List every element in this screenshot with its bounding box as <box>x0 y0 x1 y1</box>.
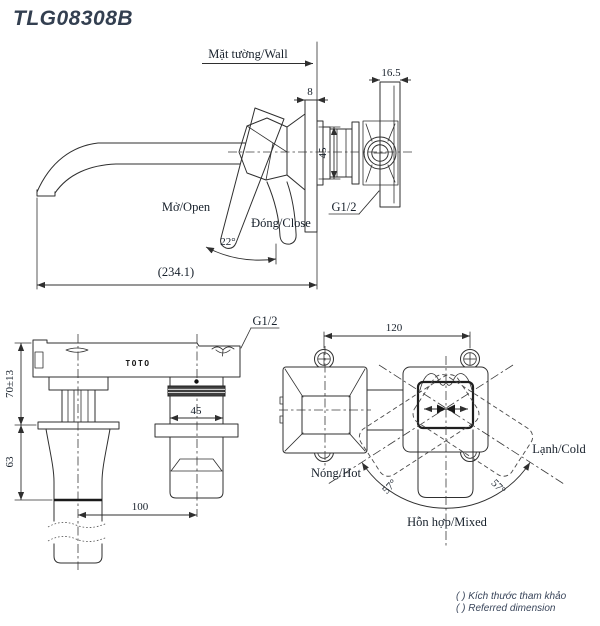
depth: 16.5 <box>381 67 401 79</box>
leader <box>240 327 252 349</box>
bowtie-left <box>437 404 446 414</box>
handle-body-side <box>238 117 288 181</box>
spout-mark <box>211 346 235 357</box>
model-number: TLG08308B <box>13 7 134 30</box>
cold-label: Lạnh/Cold <box>532 442 586 456</box>
spout-front <box>154 376 239 499</box>
axis-cold <box>378 364 565 485</box>
rotation-view: 120 57° 57° Nóng/Hot Lạnh/Cold Hỗn hợp/M… <box>279 322 586 546</box>
angle-left: 57° <box>380 477 399 496</box>
connector <box>366 389 404 431</box>
body-diameter: 45 <box>317 147 329 159</box>
note-vietnamese: ( ) Kích thước tham khảo <box>456 591 567 602</box>
open-label: Mở/Open <box>162 200 211 214</box>
spout-diameter: 45 <box>191 405 203 417</box>
close-label: Đóng/Close <box>251 216 311 230</box>
spout-side <box>36 142 246 197</box>
plate-thickness: 8 <box>307 86 313 98</box>
hole-distance: 120 <box>386 322 403 334</box>
mixer-body <box>402 366 489 453</box>
note-english: ( ) Referred dimension <box>456 603 556 614</box>
break-line <box>47 522 108 528</box>
open-angle: 22° <box>220 236 235 248</box>
handle-down <box>417 429 474 498</box>
wall-label: Mặt tường/Wall <box>208 47 288 61</box>
angle-right: 57° <box>488 477 507 496</box>
mounting-bracket <box>362 81 401 208</box>
bowtie-right <box>446 404 455 414</box>
handle-height: 63 <box>4 456 16 468</box>
toto-logo: TOTO <box>125 359 150 368</box>
thread-label: G1/2 <box>332 200 357 214</box>
handle-mark <box>65 347 89 353</box>
axis-hot <box>327 364 514 485</box>
lever-closed <box>266 181 297 245</box>
swing-arc <box>361 462 531 509</box>
mixed-label: Hỗn hợp/Mixed <box>407 515 488 529</box>
thread-label-front: G1/2 <box>253 314 278 328</box>
leader <box>358 190 380 215</box>
reference-notes: ( ) Kích thước tham khảo ( ) Referred di… <box>456 591 566 615</box>
height-tolerance: 70±13 <box>4 369 16 398</box>
escutcheon-plate <box>286 99 318 233</box>
side-view: Mặt tường/Wall 22° Mở/Open <box>36 41 412 290</box>
front-view: TOTO G1/2 <box>4 314 280 570</box>
grip-square <box>416 380 475 430</box>
break-line <box>47 536 108 542</box>
handle-front <box>37 376 120 564</box>
spout-reach: (234.1) <box>158 265 194 279</box>
hot-label: Nóng/Hot <box>311 466 362 480</box>
angle-arc <box>205 246 277 264</box>
center-distance: 100 <box>132 501 149 513</box>
